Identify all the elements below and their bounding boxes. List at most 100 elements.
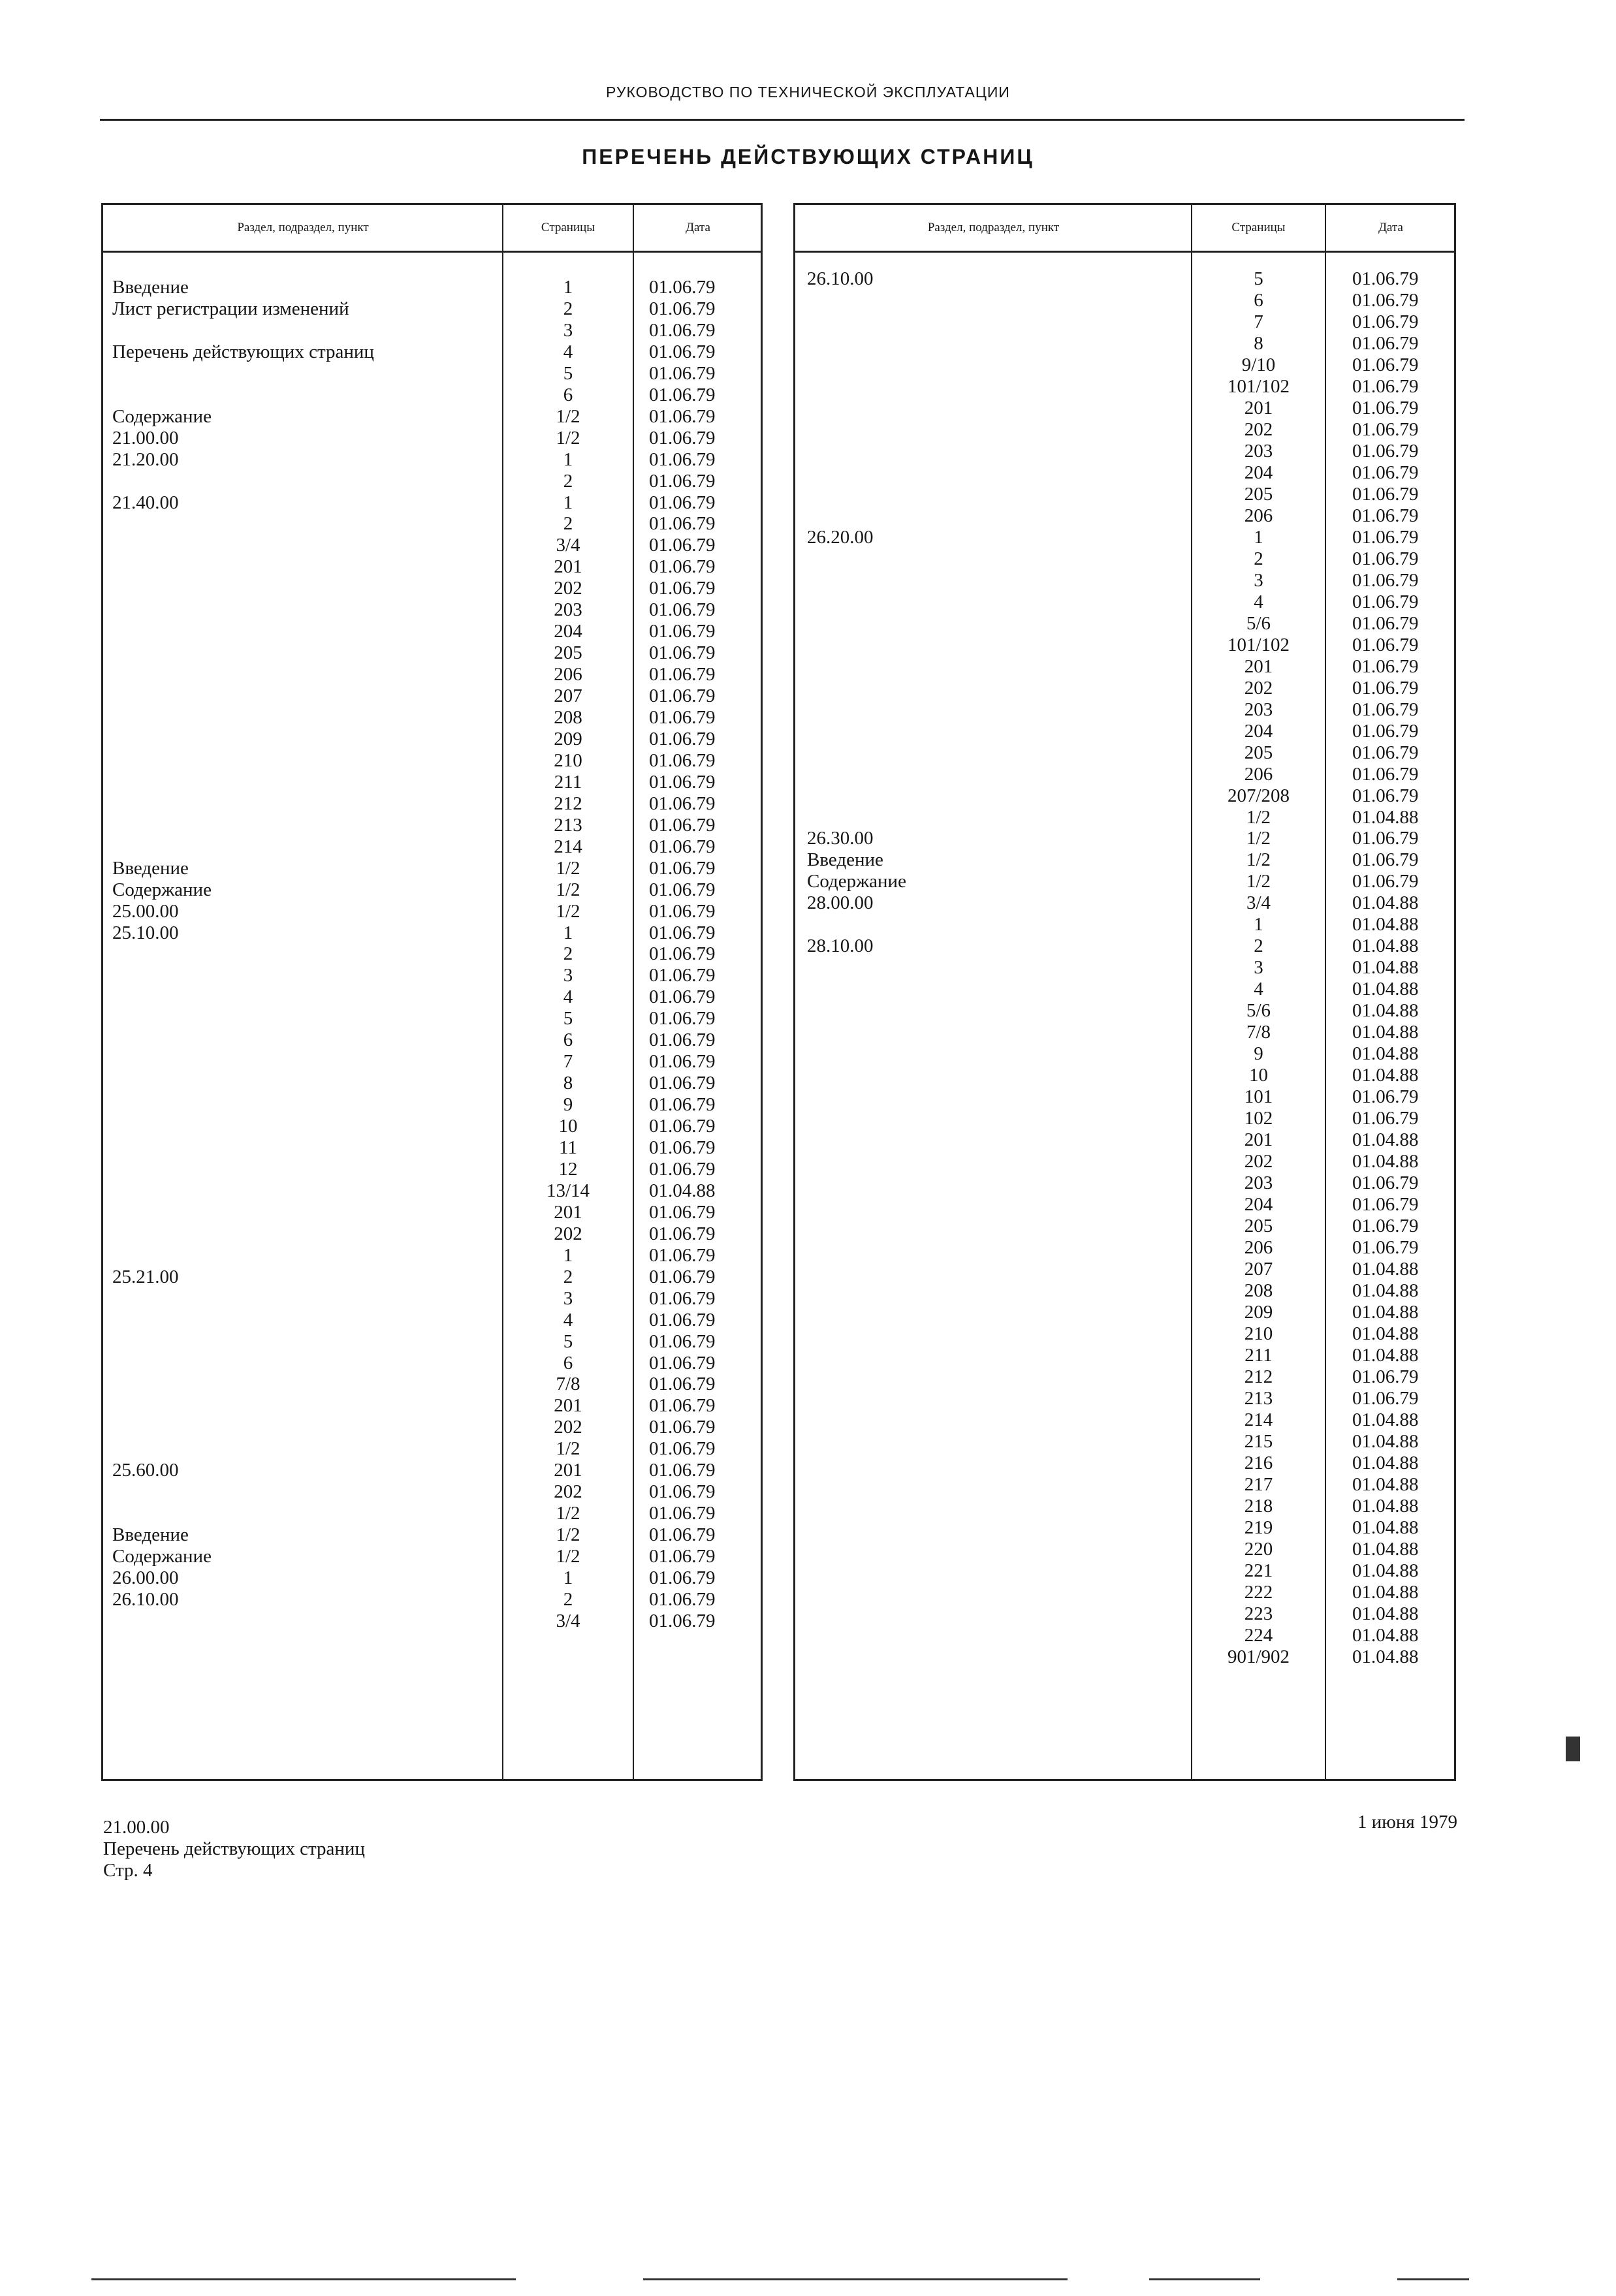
table-cell-page: 4 <box>1254 591 1263 612</box>
table-cell-page: 7/8 <box>556 1374 580 1395</box>
table-cell-date: 01.04.88 <box>1352 1603 1419 1624</box>
table-cell-section: 21.40.00 <box>112 492 179 513</box>
table-cell-date: 01.06.79 <box>649 986 716 1008</box>
table-cell-date: 01.06.79 <box>1352 548 1419 569</box>
table-cell-page: 218 <box>1244 1495 1273 1517</box>
table-cell-date: 01.06.79 <box>649 1330 716 1352</box>
table-cell-date: 01.06.79 <box>649 1503 716 1524</box>
table-cell-page: 209 <box>554 728 582 749</box>
table-cell-page: 4 <box>563 986 573 1008</box>
table-cell-date: 01.06.79 <box>1352 1387 1419 1409</box>
table-cell-section: 26.10.00 <box>112 1588 179 1610</box>
table-cell-date: 01.04.88 <box>1352 957 1419 979</box>
table-cell-date: 01.04.88 <box>1352 1000 1419 1022</box>
table-cell-section: Содержание <box>807 871 906 892</box>
table-cell-date: 01.06.79 <box>649 1266 716 1287</box>
table-cell-page: 212 <box>554 793 582 814</box>
table-cell-date: 01.06.79 <box>649 427 716 448</box>
table-cell-date: 01.06.79 <box>649 1223 716 1244</box>
table-cell-page: 5 <box>563 362 573 384</box>
table-cell-page: 205 <box>554 642 582 664</box>
table-cell-page: 214 <box>1244 1409 1273 1430</box>
table-cell-date: 01.06.79 <box>649 1073 716 1094</box>
table-cell-date: 01.06.79 <box>649 1244 716 1266</box>
table-cell-date: 01.06.79 <box>1352 1172 1419 1194</box>
table-cell-date: 01.04.88 <box>1352 806 1419 828</box>
table-cell-date: 01.04.88 <box>1352 1151 1419 1172</box>
table-cell-date: 01.06.79 <box>649 1438 716 1460</box>
table-cell-page: 207 <box>554 685 582 707</box>
header-divider <box>795 251 1454 253</box>
table-cell-date: 01.04.88 <box>1352 1581 1419 1603</box>
table-cell-section: 28.10.00 <box>807 936 874 957</box>
table-cell-date: 01.06.79 <box>1352 289 1419 311</box>
table-cell-date: 01.04.88 <box>1352 1452 1419 1473</box>
table-cell-page: 205 <box>1244 1216 1273 1237</box>
table-cell-date: 01.06.79 <box>649 448 716 470</box>
table-cell-section: 26.00.00 <box>112 1567 179 1588</box>
table-cell-date: 01.06.79 <box>649 535 716 556</box>
table-cell-page: 10 <box>1249 1065 1268 1086</box>
table-cell-page: 1 <box>563 448 573 470</box>
table-cell-page: 206 <box>1244 505 1273 526</box>
table-cell-page: 217 <box>1244 1473 1273 1495</box>
table-cell-date: 01.04.88 <box>1352 936 1419 957</box>
column-divider <box>1325 205 1326 1779</box>
table-cell-page: 205 <box>1244 483 1273 505</box>
table-cell-page: 5/6 <box>1246 612 1271 634</box>
header-pages: Страницы <box>541 221 595 234</box>
table-cell-page: 207/208 <box>1227 785 1290 806</box>
table-cell-page: 5 <box>563 1330 573 1352</box>
table-cell-section: 25.10.00 <box>112 922 179 943</box>
table-cell-page: 7/8 <box>1246 1022 1271 1043</box>
table-cell-section: Введение <box>112 277 189 298</box>
table-cell-section: Введение <box>112 857 189 879</box>
table-cell-page: 204 <box>1244 720 1273 742</box>
table-cell-date: 01.06.79 <box>1352 699 1419 720</box>
column-divider <box>1191 205 1192 1779</box>
table-cell-page: 2 <box>563 943 573 965</box>
table-cell-page: 209 <box>1244 1302 1273 1323</box>
table-cell-page: 2 <box>1254 548 1263 569</box>
scan-mark <box>1397 2278 1469 2280</box>
table-cell-section: 25.00.00 <box>112 900 179 922</box>
table-cell-date: 01.04.88 <box>1352 1624 1419 1646</box>
table-cell-date: 01.06.79 <box>649 728 716 749</box>
table-cell-page: 202 <box>554 1417 582 1438</box>
table-cell-page: 211 <box>1244 1345 1273 1366</box>
table-cell-date: 01.06.79 <box>1352 612 1419 634</box>
table-cell-date: 01.06.79 <box>649 1524 716 1546</box>
table-cell-date: 01.06.79 <box>649 341 716 362</box>
table-cell-date: 01.04.88 <box>1352 1409 1419 1430</box>
table-cell-section: 26.30.00 <box>807 828 874 849</box>
table-cell-date: 01.04.88 <box>649 1180 716 1201</box>
table-cell-date: 01.04.88 <box>1352 1517 1419 1538</box>
table-cell-date: 01.06.79 <box>649 1460 716 1481</box>
table-cell-date: 01.06.79 <box>1352 483 1419 505</box>
table-cell-section: Содержание <box>112 1546 212 1567</box>
scan-mark <box>91 2278 516 2280</box>
table-cell-page: 3 <box>563 1287 573 1309</box>
table-cell-page: 214 <box>554 836 582 857</box>
table-cell-page: 201 <box>1244 397 1273 418</box>
table-cell-date: 01.06.79 <box>1352 505 1419 526</box>
table-cell-page: 6 <box>563 1030 573 1051</box>
table-cell-date: 01.04.88 <box>1352 1495 1419 1517</box>
footer-page-ref: Стр. 4 <box>103 1860 153 1881</box>
column-divider <box>633 205 634 1779</box>
table-cell-page: 203 <box>1244 699 1273 720</box>
table-cell-date: 01.06.79 <box>649 1417 716 1438</box>
left-table: Раздел, подраздел, пункт Страницы Дата 1… <box>101 203 763 1781</box>
table-cell-date: 01.04.88 <box>1352 1302 1419 1323</box>
table-cell-section: 28.00.00 <box>807 892 874 914</box>
table-cell-date: 01.06.79 <box>649 1201 716 1223</box>
table-cell-page: 1 <box>563 492 573 513</box>
header-pages: Страницы <box>1231 221 1286 234</box>
table-cell-date: 01.06.79 <box>649 836 716 857</box>
table-cell-date: 01.04.88 <box>1352 979 1419 1000</box>
table-cell-page: 3/4 <box>556 1610 580 1631</box>
table-cell-date: 01.06.79 <box>1352 871 1419 892</box>
table-cell-section: Введение <box>112 1524 189 1546</box>
table-cell-section: Введение <box>807 849 883 871</box>
table-cell-section: Содержание <box>112 879 212 900</box>
